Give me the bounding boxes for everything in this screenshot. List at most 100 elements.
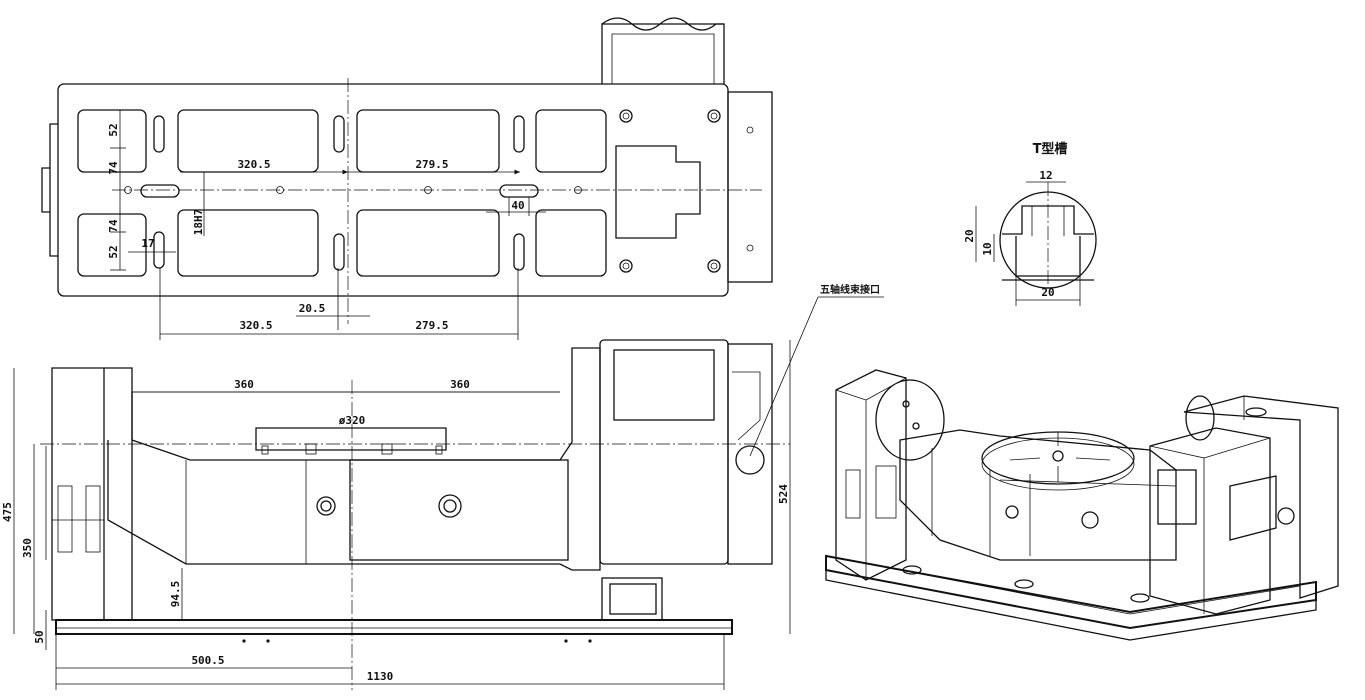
iso-housing-port [1229, 475, 1277, 541]
lower-box-inner [609, 583, 657, 615]
counterbore-inner [622, 112, 630, 120]
counterbore [619, 109, 633, 123]
iso-housing-cover [1157, 469, 1197, 525]
counterbore [707, 259, 721, 273]
dim-label: 18H7 [192, 209, 205, 236]
iso-base-plate [825, 554, 1317, 630]
pocket [535, 209, 607, 277]
left-window [57, 485, 73, 553]
right-housing [599, 339, 729, 565]
iso-left-disc [875, 379, 945, 461]
pocket [535, 109, 607, 173]
dim-label: 500.5 [191, 654, 224, 667]
dim-label: 40 [511, 199, 524, 212]
iso-cradle-lines [931, 448, 1177, 556]
t-slot-mark [305, 443, 317, 455]
dim-label: 94.5 [169, 581, 182, 608]
iso-table-center [1052, 450, 1064, 462]
left-support-inner [104, 367, 133, 621]
isometric-view [825, 369, 1339, 641]
dim-label: 20 [963, 229, 976, 242]
boss [438, 494, 462, 518]
hole [588, 639, 592, 643]
dim-label: 74 [107, 161, 120, 175]
iso-left-support-edges [835, 377, 907, 580]
callout-label: 五轴线束接口 [820, 283, 880, 296]
iso-hole [902, 400, 910, 408]
dim-label: 52 [107, 123, 120, 136]
iso-boss [1081, 511, 1099, 529]
dim-label: 279.5 [415, 319, 448, 332]
iso-table-slots [1009, 432, 1111, 482]
dim-label: ø320 [339, 414, 366, 427]
pocket [356, 209, 500, 277]
cable-port [735, 445, 765, 475]
callout: 五轴线束接口 [749, 283, 884, 457]
slot-horizontal [499, 184, 539, 198]
right-cover-line [732, 371, 761, 441]
iso-boss [1005, 505, 1019, 519]
boss-inner [443, 499, 457, 513]
dim-label: 320.5 [239, 319, 272, 332]
left-window [85, 485, 101, 553]
right-cover [727, 343, 773, 565]
lower-box [601, 577, 663, 621]
tslot-title: T型槽 [1033, 141, 1068, 157]
housing-cover [613, 349, 715, 421]
iso-cover-hole [1245, 407, 1267, 417]
iso-slot [1014, 579, 1034, 589]
iso-left-support [835, 369, 907, 581]
motor-housing-inner [611, 33, 715, 84]
iso-right-housing [1149, 427, 1271, 615]
counterbore-inner [622, 262, 630, 270]
dim-label: 52 [107, 245, 120, 258]
counterbore-inner [710, 262, 718, 270]
dim-label: 17 [141, 237, 154, 250]
hole [266, 639, 270, 643]
iso-right-housing-edges [1149, 437, 1271, 614]
iso-cradle [899, 429, 1177, 561]
cradle-body [107, 347, 601, 571]
boss-inner [320, 500, 332, 512]
tslot-neck [1031, 206, 1065, 236]
t-slot-mark [381, 443, 393, 455]
dim-label: 1130 [367, 670, 394, 683]
iso-base-edge [825, 570, 1317, 641]
pocket [77, 213, 147, 277]
hole [564, 639, 568, 643]
right-block [727, 91, 773, 283]
iso-right-cover [1183, 395, 1339, 599]
t-slot-mark [435, 445, 443, 455]
slot [153, 115, 165, 153]
left-support [51, 367, 105, 621]
dim-label: 20.5 [299, 302, 326, 315]
dim-label: 50 [33, 630, 46, 643]
top-view: 52 74 74 52 17 18H7 320.5 279.5 40 20.5 … [41, 17, 773, 340]
iso-cable-port [1277, 507, 1295, 525]
slot-horizontal [140, 184, 180, 198]
counterbore-inner [710, 112, 718, 120]
iso-slot [1130, 593, 1150, 603]
slot [153, 231, 165, 269]
callout-leader [749, 296, 819, 457]
dim-label: 360 [234, 378, 254, 391]
base-plate [55, 619, 733, 635]
rotary-table [255, 427, 447, 451]
dim-label: 12 [1039, 169, 1052, 182]
motor-housing-top [601, 23, 725, 84]
left-flange [49, 123, 58, 257]
iso-left-window [875, 465, 897, 519]
dim-label: 10 [981, 242, 994, 255]
iso-hole [912, 422, 920, 430]
iso-left-window [845, 469, 861, 519]
dim-label: 320.5 [237, 158, 270, 171]
dim-label: 360 [450, 378, 470, 391]
hole [242, 639, 246, 643]
slot [333, 115, 345, 153]
dim-label: 350 [21, 538, 34, 558]
boss [316, 496, 336, 516]
iso-slot [902, 565, 922, 575]
slot [513, 233, 525, 271]
counterbore [619, 259, 633, 273]
